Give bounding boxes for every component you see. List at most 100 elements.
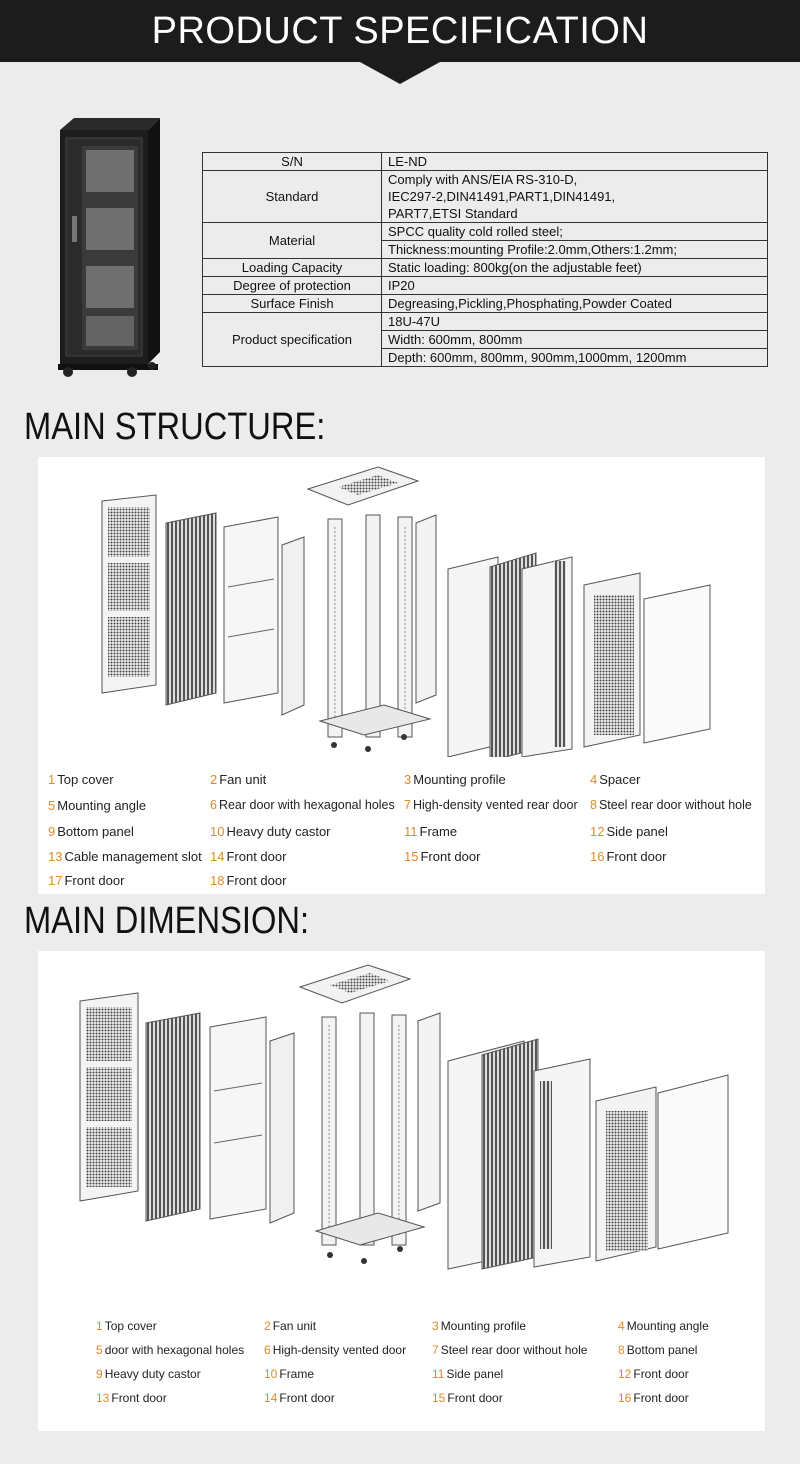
spec-value: IP20 [381, 276, 768, 295]
legend-label: Front door [633, 1367, 689, 1381]
legend-number: 12 [590, 824, 605, 839]
legend-label: Front door [633, 1391, 689, 1405]
legend-label: Frame [279, 1367, 315, 1381]
table-row: Product specification 18U-47U Width: 600… [202, 312, 768, 367]
legend-number: 3 [404, 772, 412, 787]
legend-label: Front door [420, 849, 481, 864]
legend-label: Fan unit [272, 1319, 317, 1333]
legend-label: Top cover [104, 1319, 157, 1333]
legend-number: 9 [48, 824, 56, 839]
legend-label: Front door [447, 1391, 503, 1405]
spec-table: S/N LE-ND Standard Comply with ANS/EIA R… [202, 152, 768, 367]
legend-number: 18 [210, 873, 225, 888]
spec-key: Degree of protection [202, 276, 382, 295]
legend-number: 8 [618, 1343, 625, 1357]
legend-label: Side panel [606, 824, 668, 839]
legend-number: 16 [590, 849, 605, 864]
legend-label: Spacer [599, 772, 641, 787]
table-row: Degree of protection IP20 [202, 276, 768, 295]
legend-label: Heavy duty castor [104, 1367, 201, 1381]
legend-number: 14 [210, 849, 225, 864]
exploded-diagram [79, 964, 729, 1270]
cabinet-photo [58, 118, 160, 377]
legend-label: Rear door with hexagonal holes [218, 798, 395, 812]
spec-key: Loading Capacity [202, 258, 382, 277]
legend-label: Bottom panel [626, 1343, 698, 1357]
legend-label: Bottom panel [57, 824, 134, 839]
spec-value-line: PART7,ETSI Standard [388, 206, 518, 221]
legend-label: Top cover [57, 772, 114, 787]
legend-label: High-density vented rear door [412, 798, 578, 812]
legend-number: 17 [48, 873, 63, 888]
legend-label: Front door [279, 1391, 335, 1405]
table-row: Standard Comply with ANS/EIA RS-310-D, I… [202, 170, 768, 223]
spec-value-line: Comply with ANS/EIA RS-310-D, [388, 172, 578, 187]
legend-label: Front door [606, 849, 667, 864]
legend-number: 9 [96, 1367, 103, 1381]
banner-notch [360, 62, 440, 84]
spec-key: Surface Finish [202, 294, 382, 313]
spec-value-line: SPCC quality cold rolled steel; [388, 224, 563, 239]
legend-number: 11 [404, 824, 418, 839]
spec-key: Standard [202, 170, 382, 223]
legend-number: 4 [590, 772, 598, 787]
legend-number: 13 [48, 849, 63, 864]
legend-number: 11 [432, 1367, 445, 1381]
exploded-diagram [101, 466, 711, 757]
spec-value: LE-ND [381, 152, 768, 171]
spec-key: Material [202, 222, 382, 259]
legend-number: 5 [96, 1343, 103, 1357]
main-structure-title: MAIN STRUCTURE: [24, 406, 326, 448]
legend-number: 15 [432, 1391, 446, 1405]
legend-number: 13 [96, 1391, 110, 1405]
legend-number: 6 [210, 798, 217, 812]
spec-value-line: Width: 600mm, 800mm [382, 330, 767, 348]
legend-number: 16 [618, 1391, 632, 1405]
legend-number: 7 [404, 798, 411, 812]
legend-number: 2 [264, 1319, 271, 1333]
spec-key: S/N [202, 152, 382, 171]
legend-label: Mounting profile [413, 772, 506, 787]
main-dimension-title: MAIN DIMENSION: [24, 900, 310, 942]
legend-label: Front door [64, 873, 125, 888]
legend-label: Heavy duty castor [226, 824, 331, 839]
spec-value: Static loading: 800kg(on the adjustable … [381, 258, 768, 277]
spec-value: Degreasing,Pickling,Phosphating,Powder C… [381, 294, 768, 313]
legend-label: Mounting angle [57, 798, 147, 813]
legend-number: 3 [432, 1319, 439, 1333]
spec-key: Product specification [202, 312, 382, 367]
spec-value-line: IEC297-2,DIN41491,PART1,DIN41491, [388, 189, 616, 204]
table-row: S/N LE-ND [202, 152, 768, 171]
spec-value: SPCC quality cold rolled steel; Thicknes… [381, 222, 768, 259]
page-title: PRODUCT SPECIFICATION [151, 10, 649, 52]
legend-label: Fan unit [219, 772, 267, 787]
legend-number: 2 [210, 772, 218, 787]
legend-label: Front door [226, 849, 287, 864]
